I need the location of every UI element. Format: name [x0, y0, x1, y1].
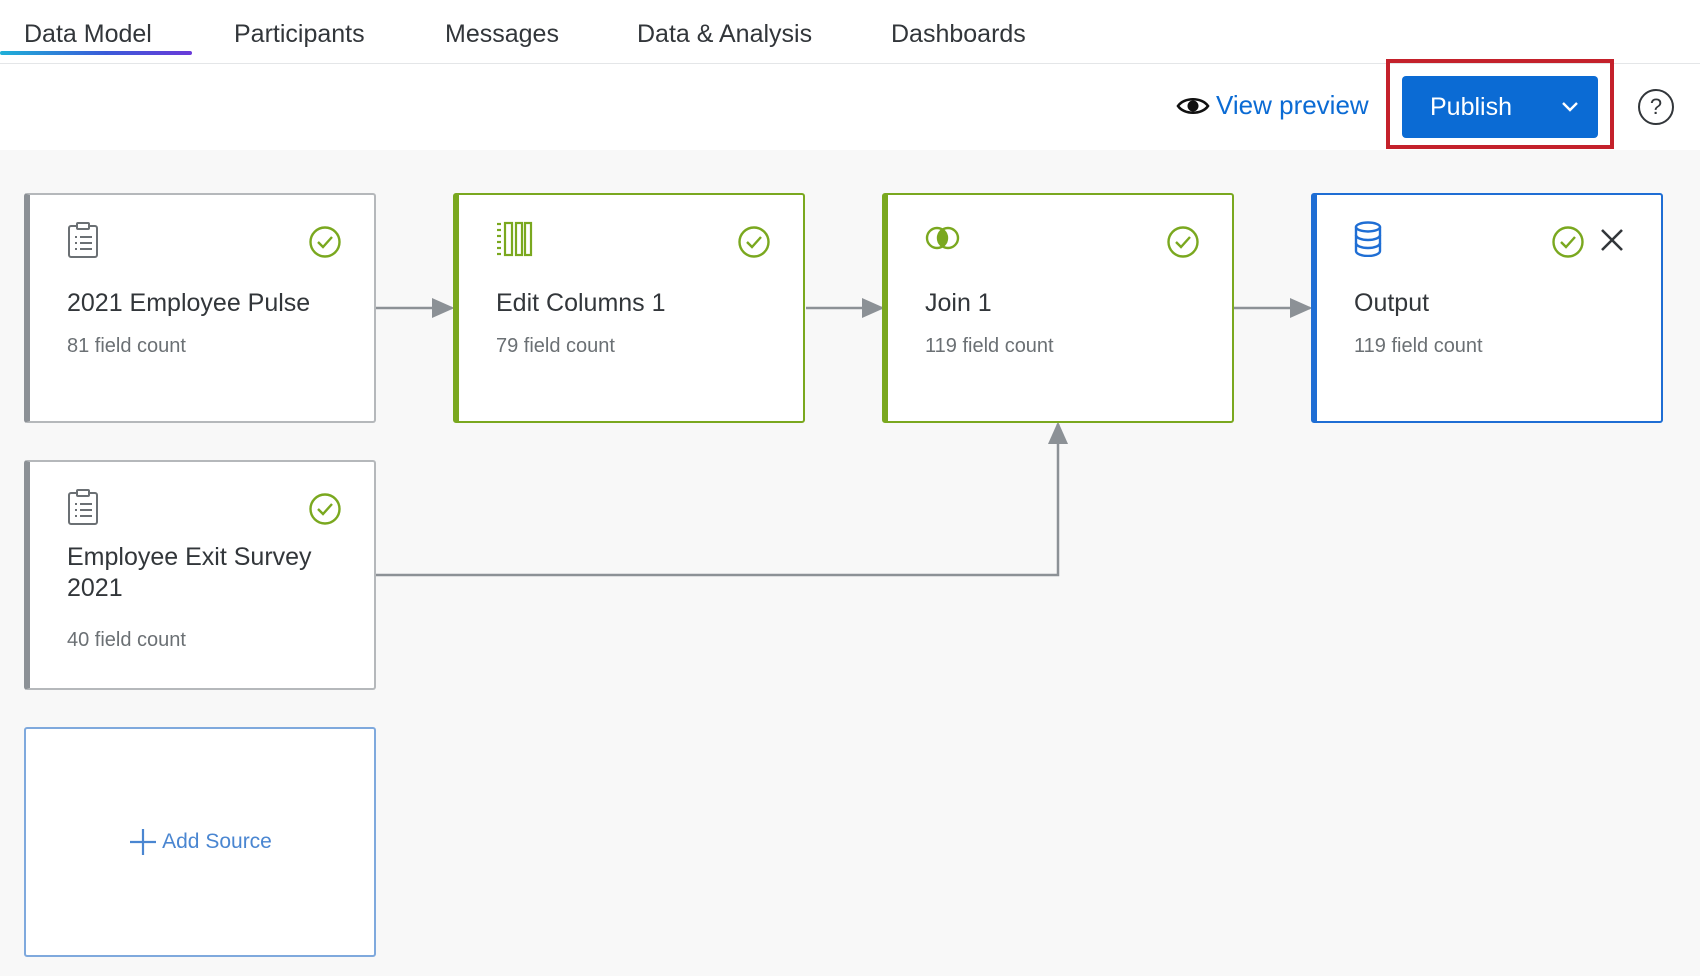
publish-highlight — [1386, 59, 1614, 149]
card-title: Edit Columns 1 — [496, 289, 666, 317]
card-field-count: 79 field count — [496, 335, 615, 357]
check-circle-icon — [1552, 226, 1584, 258]
card-field-count: 119 field count — [1354, 335, 1483, 357]
eye-icon — [1176, 97, 1210, 114]
tab-data-model[interactable]: Data Model — [24, 20, 152, 48]
add-source-label: Add Source — [162, 830, 272, 853]
active-tab-indicator — [0, 51, 192, 55]
tab-participants[interactable]: Participants — [234, 20, 365, 48]
check-circle-icon — [1167, 226, 1199, 258]
transform-card-join[interactable]: Join 1 119 field count — [882, 193, 1234, 423]
toolbar: View preview Publish ? — [0, 59, 1700, 150]
tab-messages[interactable]: Messages — [445, 20, 559, 48]
top-tabs: Data Model Participants Messages Data & … — [0, 0, 1700, 64]
publish-label: Publish — [1430, 92, 1512, 121]
card-title: Employee Exit Survey 2021 — [67, 543, 312, 602]
source-card-employee-pulse[interactable]: 2021 Employee Pulse 81 field count — [24, 193, 376, 423]
view-preview-label: View preview — [1216, 90, 1369, 120]
help-button[interactable]: ? — [1638, 89, 1674, 125]
card-field-count: 81 field count — [67, 335, 186, 357]
card-title: Join 1 — [925, 289, 992, 317]
check-circle-icon — [309, 226, 341, 258]
check-circle-icon — [309, 493, 341, 525]
plus-icon — [130, 829, 157, 855]
tab-data-analysis[interactable]: Data & Analysis — [637, 20, 813, 48]
chevron-down-icon[interactable] — [1560, 96, 1580, 116]
flow-connectors — [376, 298, 1313, 577]
data-model-canvas: 2021 Employee Pulse 81 field count Edit … — [0, 150, 1700, 976]
card-title: 2021 Employee Pulse — [67, 289, 311, 317]
database-icon — [1354, 221, 1382, 257]
source-card-exit-survey[interactable]: Employee Exit Survey 2021 40 field count — [24, 460, 376, 690]
output-card[interactable]: Output 119 field count — [1311, 193, 1663, 423]
close-icon[interactable] — [1599, 227, 1625, 253]
transform-card-edit-columns[interactable]: Edit Columns 1 79 field count — [453, 193, 805, 423]
add-source-button[interactable]: Add Source — [24, 727, 376, 957]
check-circle-icon — [738, 226, 770, 258]
survey-clipboard-icon — [68, 222, 98, 258]
view-preview-link[interactable]: View preview — [1176, 90, 1369, 121]
card-field-count: 119 field count — [925, 335, 1054, 357]
connector-exit-join — [376, 421, 1068, 577]
card-title: Output — [1354, 289, 1430, 317]
help-icon: ? — [1649, 94, 1663, 119]
join-circles-icon — [925, 226, 960, 250]
columns-icon — [497, 221, 533, 257]
card-field-count: 40 field count — [67, 629, 186, 651]
tab-dashboards[interactable]: Dashboards — [891, 20, 1026, 48]
survey-clipboard-icon — [68, 489, 98, 525]
publish-button[interactable]: Publish — [1402, 76, 1598, 138]
